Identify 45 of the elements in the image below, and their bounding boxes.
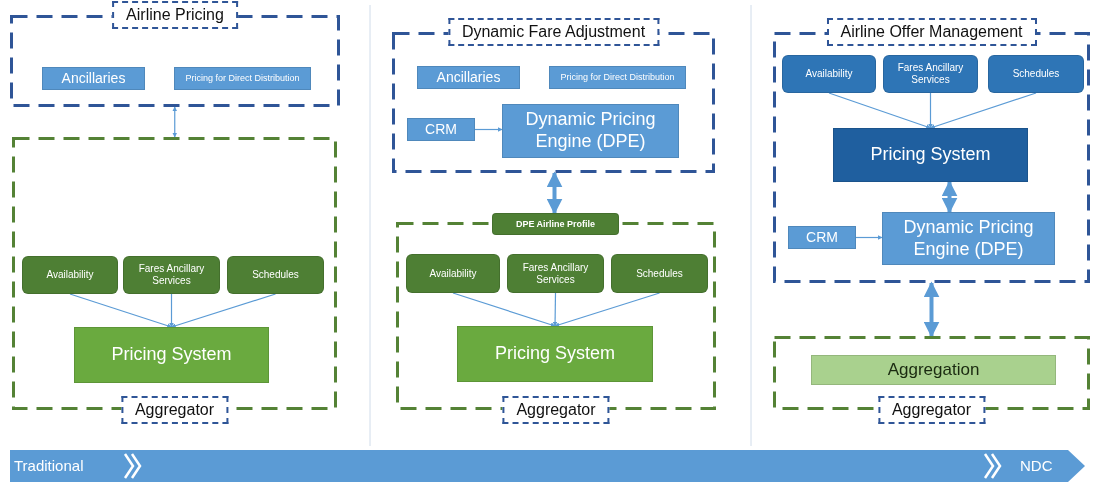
double-arrow — [546, 171, 563, 215]
process-box: Fares Ancillary Services — [507, 254, 604, 293]
process-box: Schedules — [611, 254, 708, 293]
timeline-label: Traditional — [14, 457, 84, 475]
arrow — [929, 92, 1037, 129]
arrow — [69, 293, 173, 328]
arrow — [170, 293, 277, 328]
process-box: Schedules — [227, 256, 324, 294]
process-box: Pricing for Direct Distribution — [174, 67, 311, 90]
arrow — [169, 293, 174, 328]
arrow — [855, 235, 883, 240]
group-heading: Aggregator — [877, 396, 986, 424]
process-box: Availability — [406, 254, 500, 293]
double-arrow — [923, 281, 940, 338]
process-box: Ancillaries — [42, 67, 145, 90]
arrow — [474, 127, 503, 132]
process-box: Pricing System — [74, 327, 269, 383]
arrow — [828, 92, 932, 129]
process-box: CRM — [788, 226, 856, 249]
arrow — [554, 292, 661, 327]
process-box: Dynamic Pricing Engine (DPE) — [882, 212, 1055, 265]
arrow — [172, 106, 178, 138]
process-box: Aggregation — [811, 355, 1056, 385]
process-box: Pricing System — [457, 326, 653, 382]
process-box: Dynamic Pricing Engine (DPE) — [502, 104, 679, 158]
process-box: Fares Ancillary Services — [883, 55, 978, 93]
group-heading: Airline Pricing — [112, 1, 238, 29]
group-heading: Airline Offer Management — [826, 18, 1037, 46]
arrow — [452, 292, 556, 327]
process-box: Availability — [782, 55, 876, 93]
process-box: Pricing System — [833, 128, 1028, 182]
group-heading: Aggregator — [502, 396, 610, 424]
process-box: Fares Ancillary Services — [123, 256, 220, 294]
double-arrow — [941, 180, 958, 214]
arrow — [928, 92, 933, 129]
process-box: Availability — [22, 256, 118, 294]
group-heading: Aggregator — [120, 396, 229, 424]
process-box: Schedules — [988, 55, 1084, 93]
process-box: CRM — [407, 118, 475, 141]
group-heading: Dynamic Fare Adjustment — [447, 18, 660, 46]
process-box: Pricing for Direct Distribution — [549, 66, 686, 89]
arrow — [552, 292, 558, 327]
timeline-label: NDC — [1020, 457, 1053, 475]
process-box: Ancillaries — [417, 66, 520, 89]
process-box: DPE Airline Profile — [492, 213, 619, 235]
